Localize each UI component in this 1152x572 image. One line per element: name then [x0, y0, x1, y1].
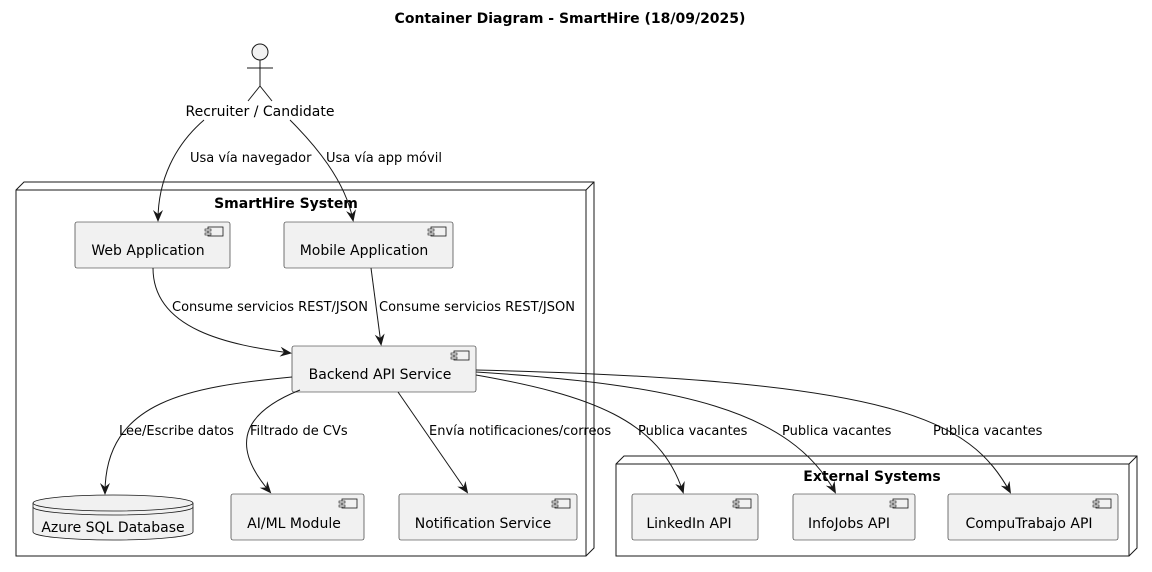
edge-label-backend-ai: Filtrado de CVs [250, 424, 348, 439]
computrabajo-api-label: CompuTrabajo API [965, 516, 1092, 532]
edge-actor-mobile [289, 119, 356, 222]
edge-actor-web [153, 119, 205, 222]
ai-ml-module-label: AI/ML Module [247, 516, 341, 532]
edge-label-backend-db: Lee/Escribe datos [119, 424, 234, 439]
linkedin-api-component: LinkedIn API [631, 493, 759, 541]
component-icon [551, 498, 571, 509]
linkedin-api-label: LinkedIn API [646, 516, 731, 532]
actor-label: Recruiter / Candidate [186, 104, 335, 120]
mobile-application-label: Mobile Application [300, 243, 429, 259]
mobile-application-component: Mobile Application [283, 221, 454, 269]
external-systems-title: External Systems [803, 469, 940, 485]
edge-mobile-backend [370, 267, 385, 346]
edge-label-backend-infojobs: Publica vacantes [782, 424, 892, 439]
notification-service-component: Notification Service [398, 493, 578, 541]
ai-ml-module-component: AI/ML Module [230, 493, 365, 541]
component-icon [1092, 498, 1112, 509]
edge-backend-infojobs [475, 371, 836, 494]
backend-api-label: Backend API Service [309, 367, 452, 383]
web-application-label: Web Application [91, 243, 204, 259]
azure-sql-database: Azure SQL Database [32, 494, 194, 541]
backend-api-component: Backend API Service [291, 345, 477, 393]
edge-label-web-backend: Consume servicios REST/JSON [172, 300, 368, 315]
component-icon [427, 226, 447, 237]
edge-backend-notification [397, 391, 469, 494]
edge-label-actor-web: Usa vía navegador [190, 151, 312, 166]
edge-label-backend-notification: Envía notificaciones/correos [429, 424, 611, 439]
edge-label-backend-computrabajo: Publica vacantes [933, 424, 1043, 439]
computrabajo-api-component: CompuTrabajo API [947, 493, 1119, 541]
actor-stick-figure-icon [247, 43, 273, 102]
infojobs-api-label: InfoJobs API [808, 516, 890, 532]
component-icon [732, 498, 752, 509]
component-icon [338, 498, 358, 509]
notification-service-label: Notification Service [415, 516, 552, 532]
smarthire-system-title: SmartHire System [214, 196, 358, 212]
infojobs-api-component: InfoJobs API [792, 493, 916, 541]
edge-backend-ai [246, 389, 301, 494]
component-icon [450, 350, 470, 361]
component-icon [889, 498, 909, 509]
component-icon [204, 226, 224, 237]
edge-web-backend [152, 267, 292, 357]
edge-label-mobile-backend: Consume servicios REST/JSON [379, 300, 575, 315]
web-application-component: Web Application [74, 221, 231, 269]
diagram-title: Container Diagram - SmartHire (18/09/202… [395, 11, 746, 27]
edge-backend-linkedin [475, 374, 685, 494]
edge-label-actor-mobile: Usa vía app móvil [326, 151, 442, 166]
edge-backend-db [100, 376, 293, 495]
database-cylinder-icon [32, 494, 194, 541]
edge-backend-computrabajo [475, 369, 1011, 494]
azure-sql-database-label: Azure SQL Database [41, 520, 184, 536]
edge-label-backend-linkedin: Publica vacantes [638, 424, 748, 439]
